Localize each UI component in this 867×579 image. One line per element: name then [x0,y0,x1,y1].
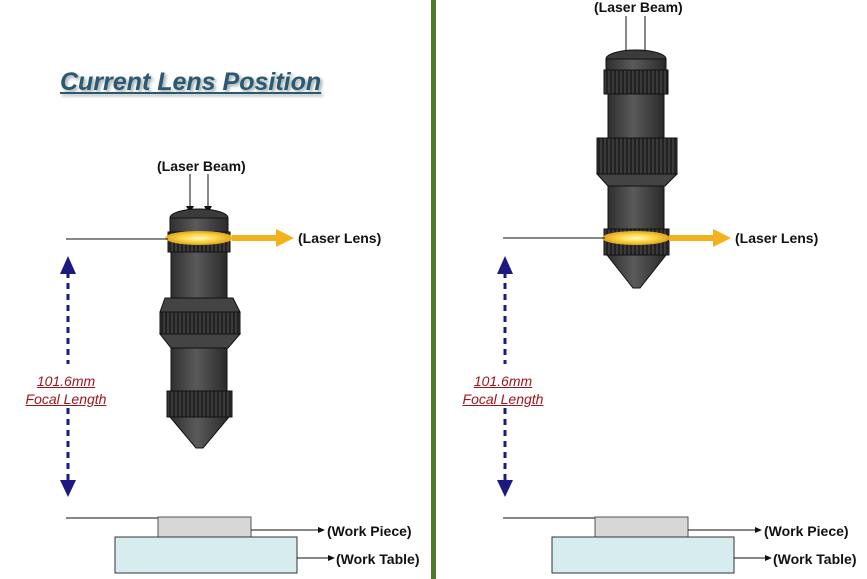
laser-nozzle [595,49,679,289]
right-diagram-graphics [497,16,772,574]
work-piece-pointer [688,527,762,533]
work-piece [594,516,689,538]
laser-beam-label: (Laser Beam) [157,158,246,174]
focal-length-value: 101.6mm [36,373,96,389]
work-table [114,536,298,574]
work-table-label: (Work Table) [773,551,857,567]
laser-lens-arrow [669,229,731,247]
laser-lens-arrow [232,229,294,247]
laser-lens-label: (Laser Lens) [735,230,819,246]
work-piece [157,516,252,538]
laser-lens-label: (Laser Lens) [298,230,382,246]
work-piece-label: (Work Piece) [327,523,412,539]
laser-beam-arrows [186,174,212,213]
right-panel-raised-position: (Laser Beam) (Laser Lens) 101.6mm Focal … [437,0,867,579]
laser-beam-label: (Laser Beam) [594,0,683,15]
work-table-pointer [297,555,335,561]
laser-lens-glow [165,231,233,245]
diagram-title: Current Lens Position [60,68,322,96]
focal-length-text: 101.6mm Focal Length [14,372,118,408]
focal-length-dashed-arrow [60,256,76,497]
left-panel-current-position: Current Lens Position [0,0,432,579]
focal-length-dashed-arrow [497,256,513,497]
laser-lens-glow [602,231,670,245]
focal-length-label: Focal Length [462,391,544,407]
focal-length-label: Focal Length [25,391,107,407]
panel-divider [431,0,436,579]
left-diagram-graphics [60,174,335,574]
work-table [551,536,735,574]
work-table-pointer [734,555,772,561]
focal-length-value: 101.6mm [473,373,533,389]
work-piece-label: (Work Piece) [764,523,849,539]
work-table-label: (Work Table) [336,551,420,567]
focal-length-text: 101.6mm Focal Length [451,372,555,408]
work-piece-pointer [251,527,325,533]
